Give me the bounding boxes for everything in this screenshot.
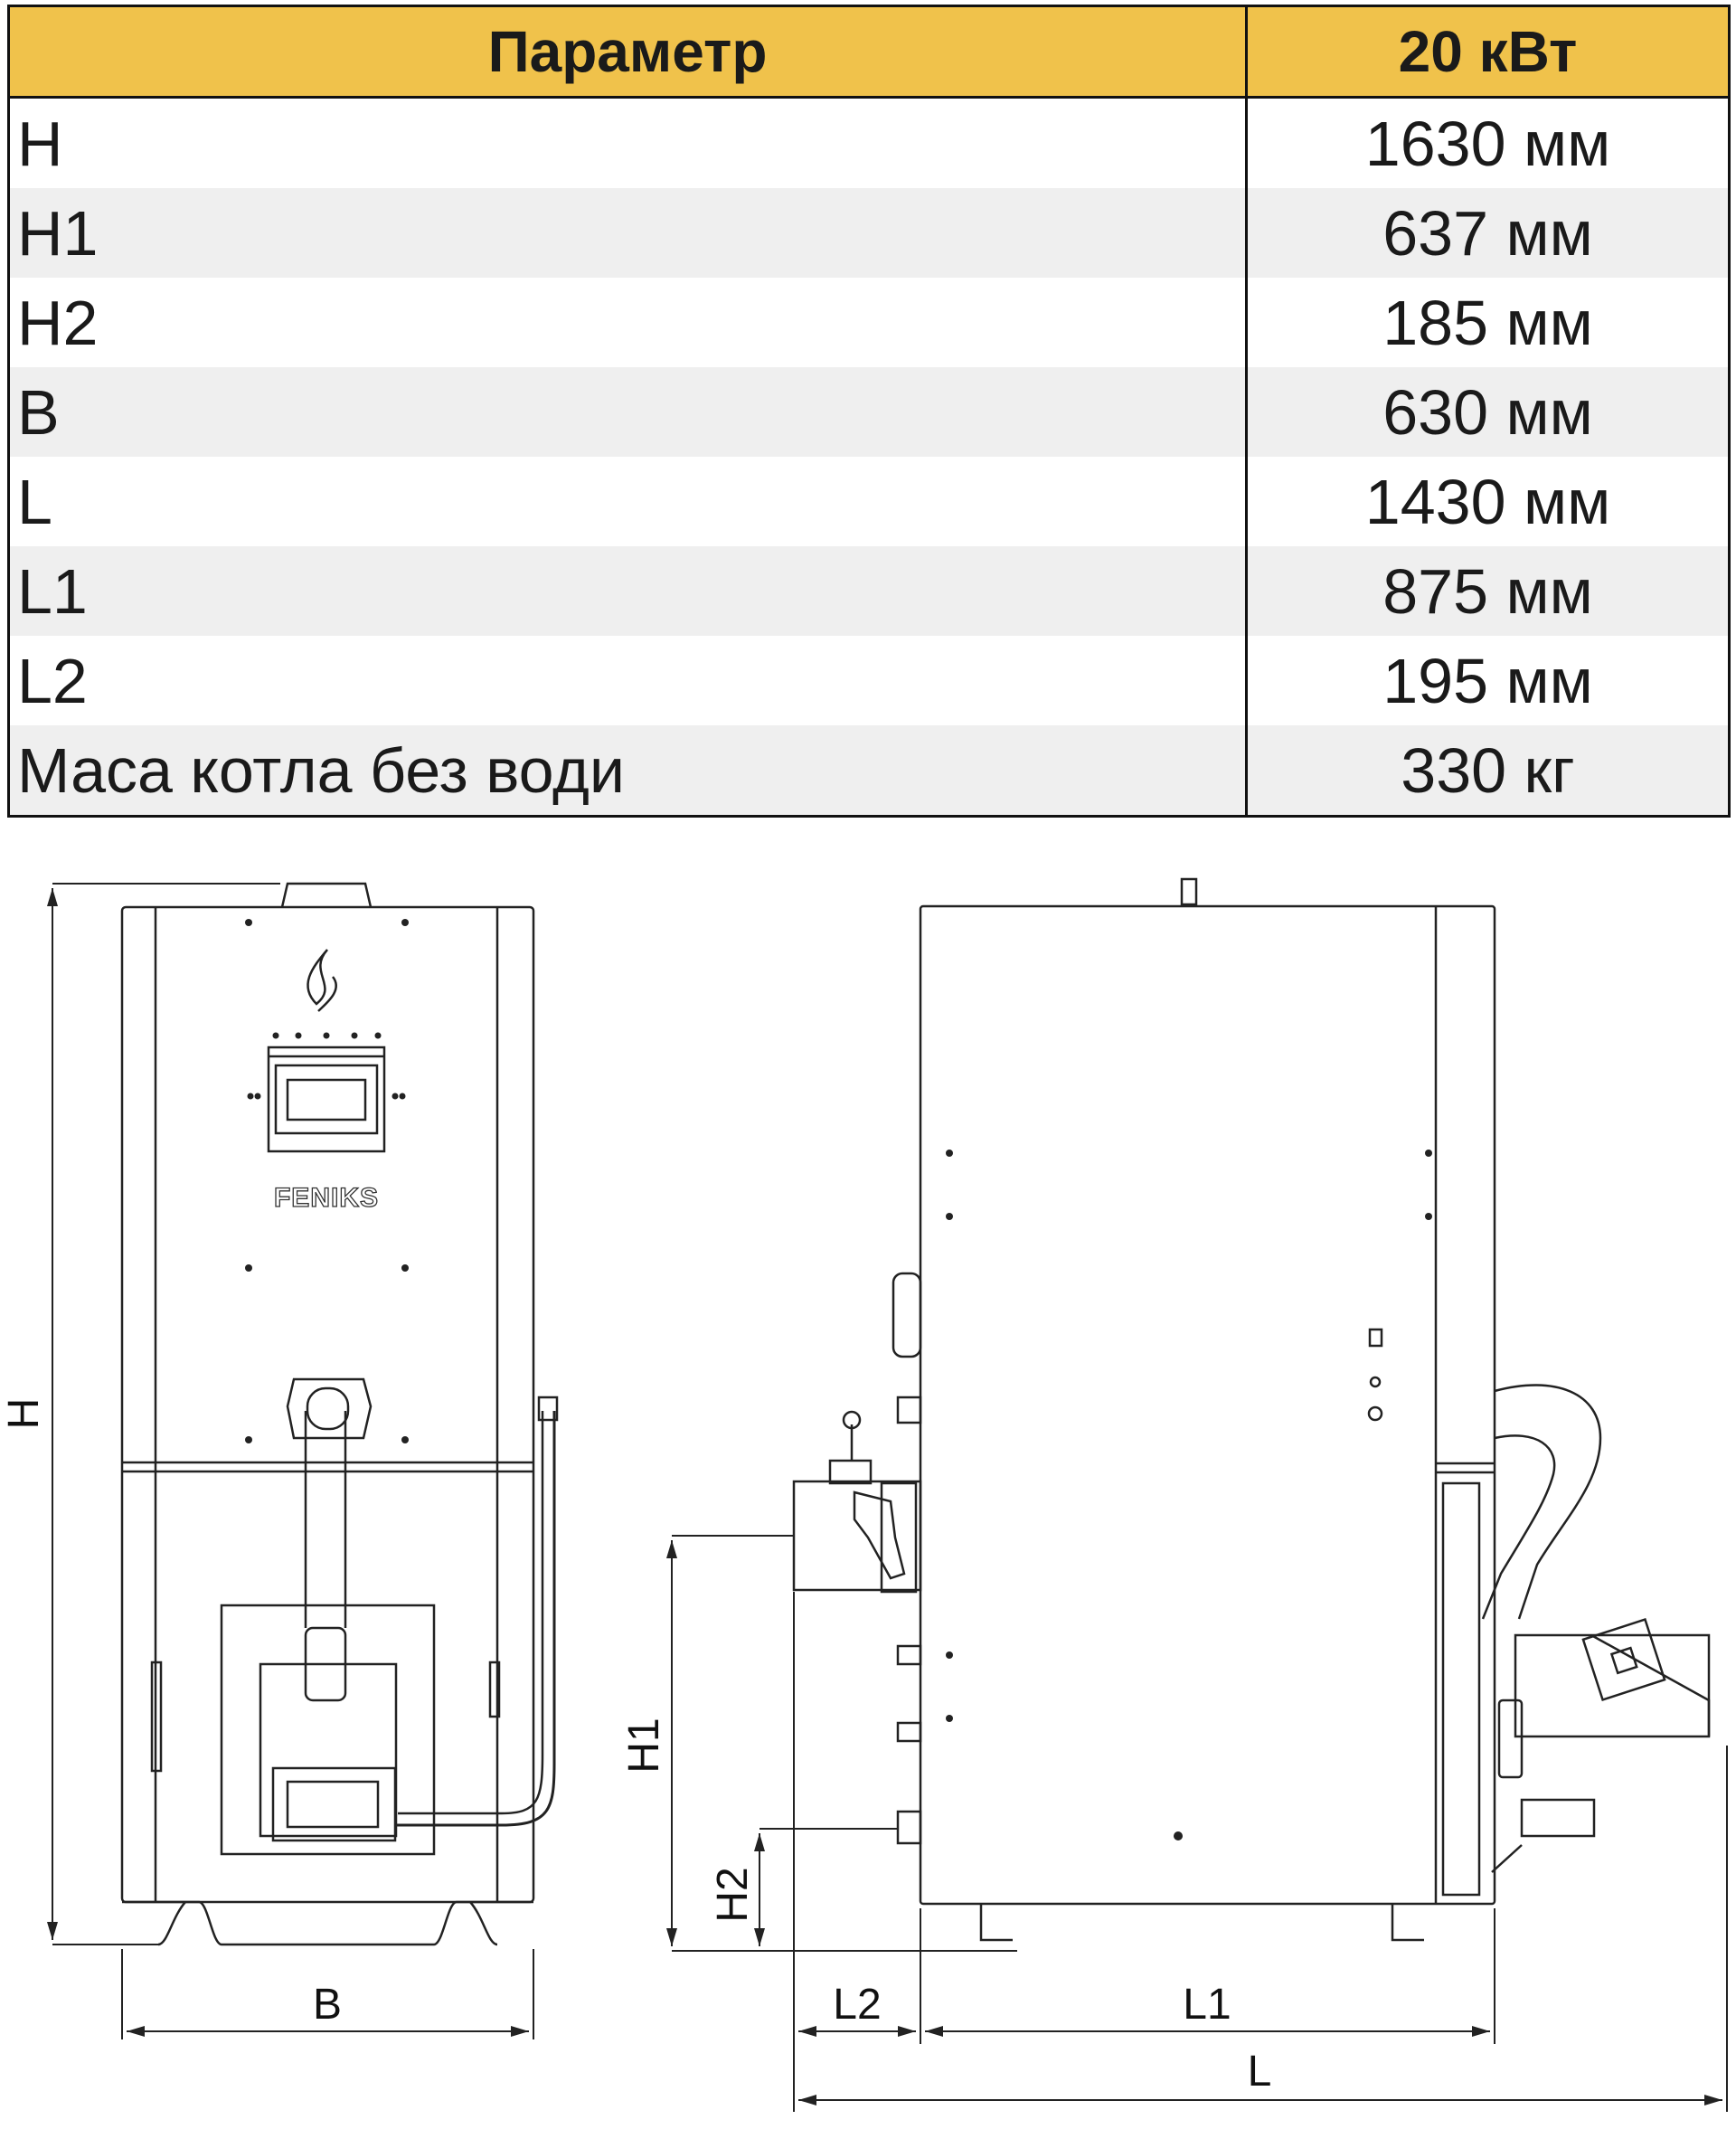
side-view [792, 877, 1711, 1942]
table-row: L 1430 мм [8, 457, 1730, 546]
dim-l1-label: L1 [1183, 1981, 1231, 2029]
dim-l2-label: L2 [833, 1981, 881, 2029]
value-cell: 330 кг [1246, 725, 1730, 817]
param-cell: L2 [8, 636, 1248, 725]
boiler-drawing: FENIKS H [0, 877, 1728, 2112]
header-power: 20 кВт [1246, 5, 1730, 99]
dim-l-group [793, 1592, 1728, 2112]
param-cell: L1 [8, 546, 1248, 636]
dim-b-label: B [313, 1981, 342, 2029]
front-screws [245, 919, 409, 1443]
side-handle [892, 1272, 922, 1358]
header-parameter: Параметр [8, 5, 1248, 99]
brand-label: FENIKS [274, 1183, 379, 1213]
param-cell: Маса котла без води [8, 725, 1248, 817]
dim-h [47, 883, 280, 1945]
lever [853, 1490, 906, 1580]
side-feet [979, 1904, 1424, 1942]
burner-box [1514, 1633, 1711, 1738]
latch-right [488, 1661, 501, 1718]
fuel-pipe [286, 1377, 373, 1702]
param-cell: L [8, 457, 1248, 546]
value-cell: 1630 мм [1364, 108, 1611, 179]
dim-l-label: L [1248, 2048, 1272, 2096]
flame-logo [307, 949, 337, 1012]
value-cell: 1430 мм [1364, 466, 1611, 537]
side-casing [919, 904, 1496, 1906]
value-cell: 630 мм [1246, 367, 1730, 457]
value-cell: 875 мм [1246, 546, 1730, 636]
feed-tube [1481, 1384, 1602, 1620]
param-cell: B [8, 367, 1248, 457]
value-cell: 195 мм [1382, 645, 1593, 716]
value-cell: 637 мм [1246, 188, 1730, 278]
table-row: Маса котла без води 330 кг [8, 725, 1730, 817]
latch-left [150, 1661, 163, 1773]
dim-h-label: H [0, 1398, 48, 1430]
param-cell: H [8, 97, 1248, 188]
hose [396, 1411, 556, 1827]
dim-h2-label: H2 [709, 1867, 757, 1922]
value-cell: 185 мм [1382, 287, 1593, 358]
side-screws [946, 1150, 1432, 1840]
controller-panel [267, 1046, 386, 1153]
table-row: H2 185 мм [8, 278, 1730, 367]
base-feet [122, 1900, 533, 1946]
fan-box [1581, 1618, 1666, 1701]
top-handle [280, 882, 373, 908]
table-row: B 630 мм [8, 367, 1730, 457]
dim-b [121, 1949, 534, 2039]
dim-h2 [754, 1828, 898, 1946]
table-row: H1 637 мм [8, 188, 1730, 278]
table-row: L1 875 мм [8, 546, 1730, 636]
top-connector [1180, 877, 1198, 906]
table-header-row: Параметр 20 кВт [8, 5, 1730, 99]
burner-door [220, 1604, 436, 1856]
front-view: FENIKS [120, 882, 559, 1946]
dim-h1-label: H1 [620, 1717, 668, 1773]
spec-table: Параметр 20 кВт H 1630 мм H1 637 мм H2 1… [7, 5, 1731, 818]
dim-h1 [666, 1535, 1017, 1952]
table-row: L2 195 мм [8, 636, 1730, 725]
param-cell: H2 [8, 278, 1248, 367]
front-casing [120, 905, 535, 1904]
table-row: H 1630 мм [8, 97, 1730, 188]
burner-unit [259, 1662, 398, 1838]
param-cell: H1 [8, 188, 1248, 278]
